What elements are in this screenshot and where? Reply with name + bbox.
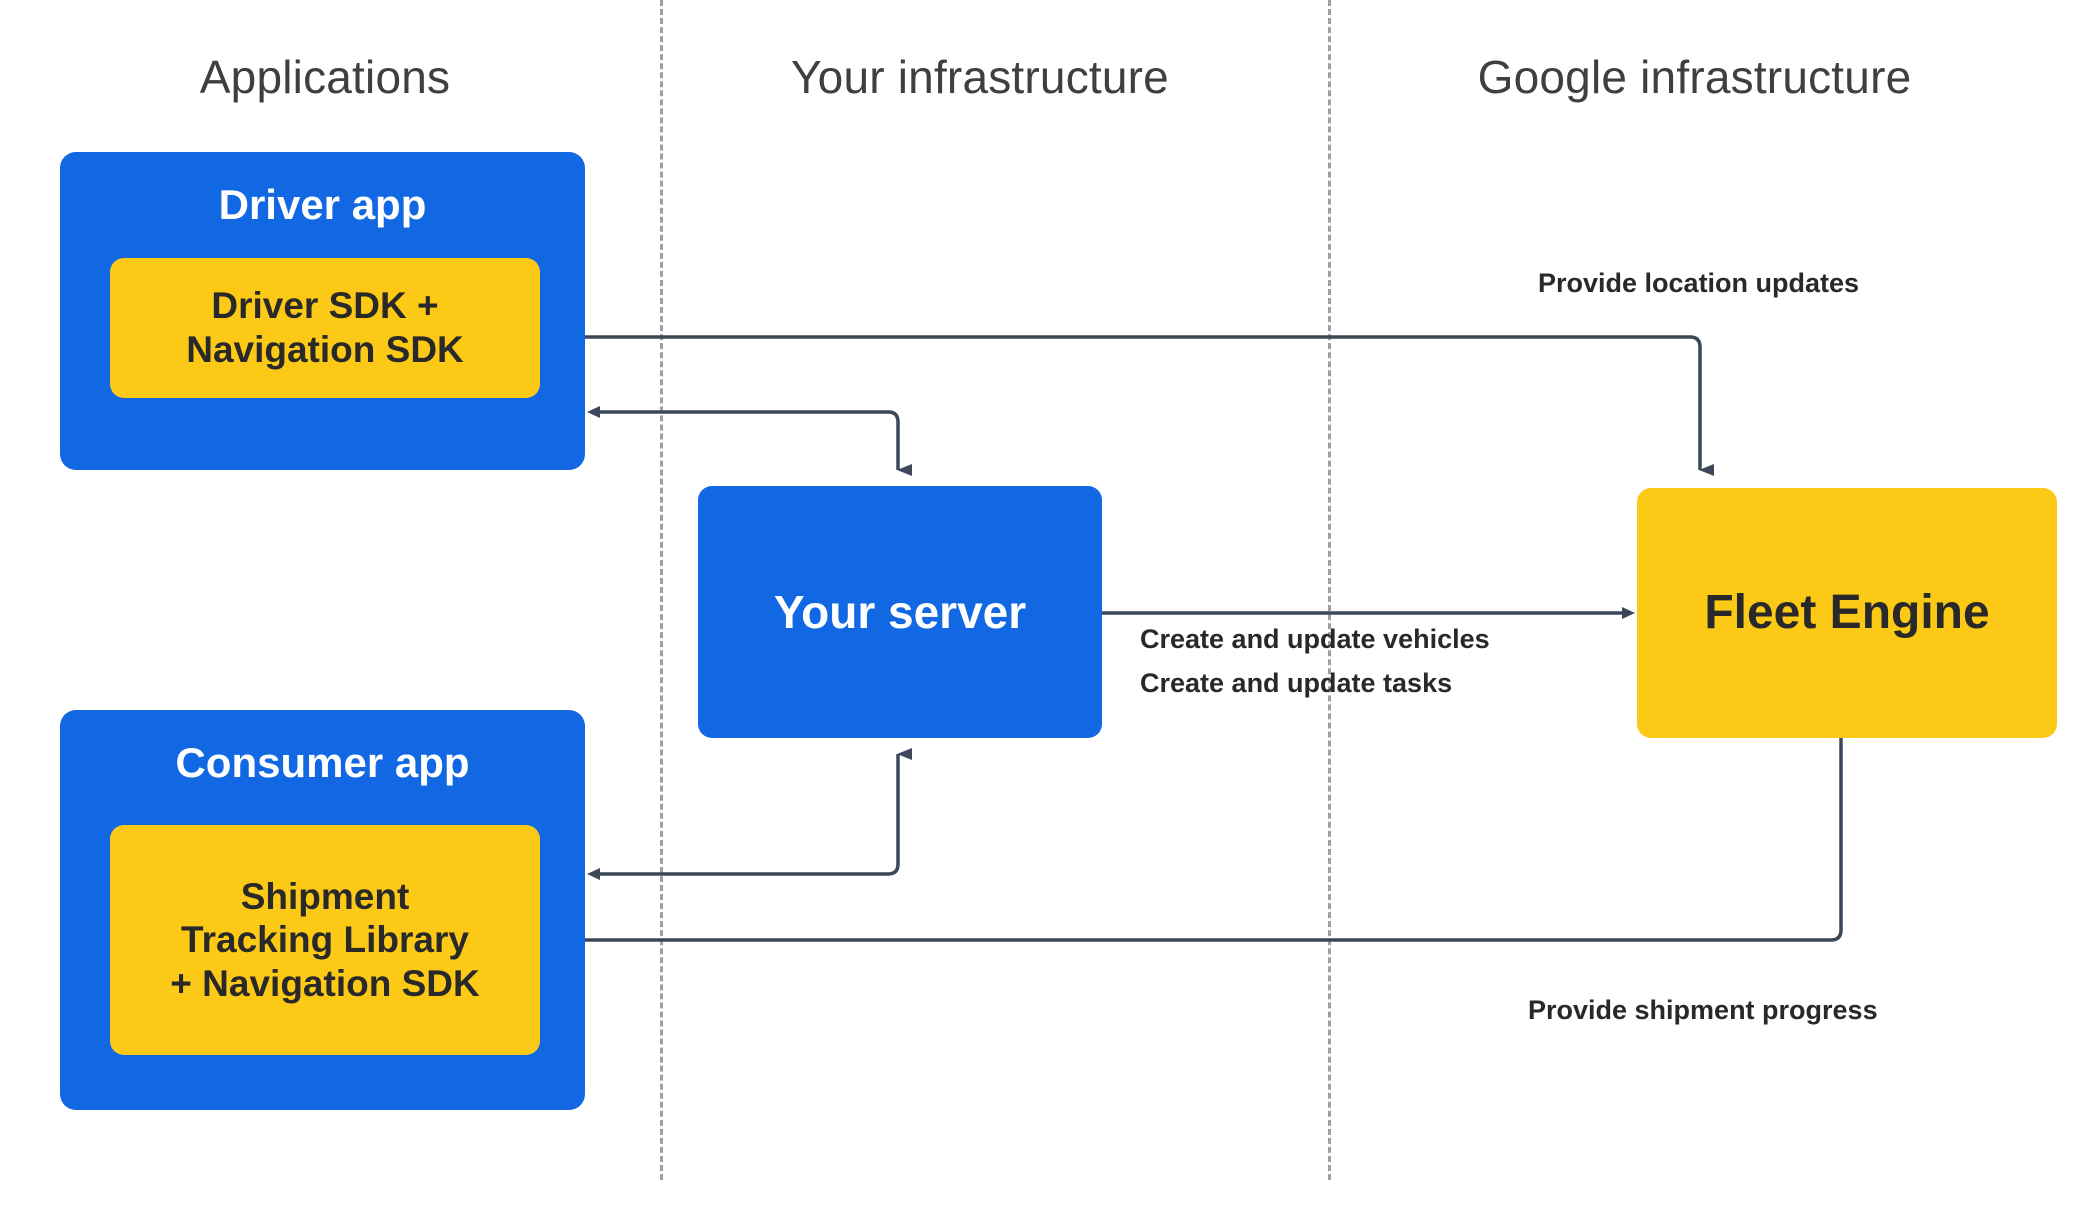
node-shipment-line3: + Navigation SDK <box>170 962 480 1004</box>
connector-label-create-and-update-vehicles: Create and update vehicles <box>1140 624 1490 654</box>
node-shipment-line2: Tracking Library <box>181 919 469 961</box>
node-shipment-tracking-library-label: Shipment Tracking Library + Navigation S… <box>170 875 479 1006</box>
node-shipment-line1: Shipment <box>240 875 410 917</box>
node-fleet-engine[interactable]: Fleet Engine <box>1637 488 2057 738</box>
connector-label-create-and-update-tasks: Create and update tasks <box>1140 668 1453 698</box>
connector-consumer-app-your-server <box>587 748 912 880</box>
node-shipment-tracking-library[interactable]: Shipment Tracking Library + Navigation S… <box>110 825 540 1055</box>
divider-applications-infrastructure <box>660 0 663 1180</box>
connector-label-provide-shipment-progress: Provide shipment progress <box>1528 995 1878 1025</box>
node-consumer-app-label: Consumer app <box>175 739 470 786</box>
node-driver-sdk[interactable]: Driver SDK + Navigation SDK <box>110 258 540 398</box>
connector-fleet-engine-location-updates <box>539 331 1714 476</box>
column-heading-applications: Applications <box>199 51 451 103</box>
node-driver-sdk-line2: Navigation SDK <box>186 329 464 370</box>
node-your-server[interactable]: Your server <box>698 486 1102 738</box>
node-driver-app-label: Driver app <box>218 181 427 228</box>
divider-infrastructure-google <box>1328 0 1331 1180</box>
connector-label-provide-location-updates: Provide location updates <box>1538 268 1860 298</box>
node-driver-sdk-line1: Driver SDK + <box>211 285 439 327</box>
connector-driver-app-your-server <box>587 406 912 476</box>
connector-fleet-engine-shipment-progress <box>539 738 1843 946</box>
node-driver-sdk-label: Driver SDK + Navigation SDK <box>186 284 464 371</box>
column-heading-google-infrastructure: Google infrastructure <box>1477 51 1912 103</box>
column-heading-your-infrastructure: Your infrastructure <box>791 51 1169 103</box>
